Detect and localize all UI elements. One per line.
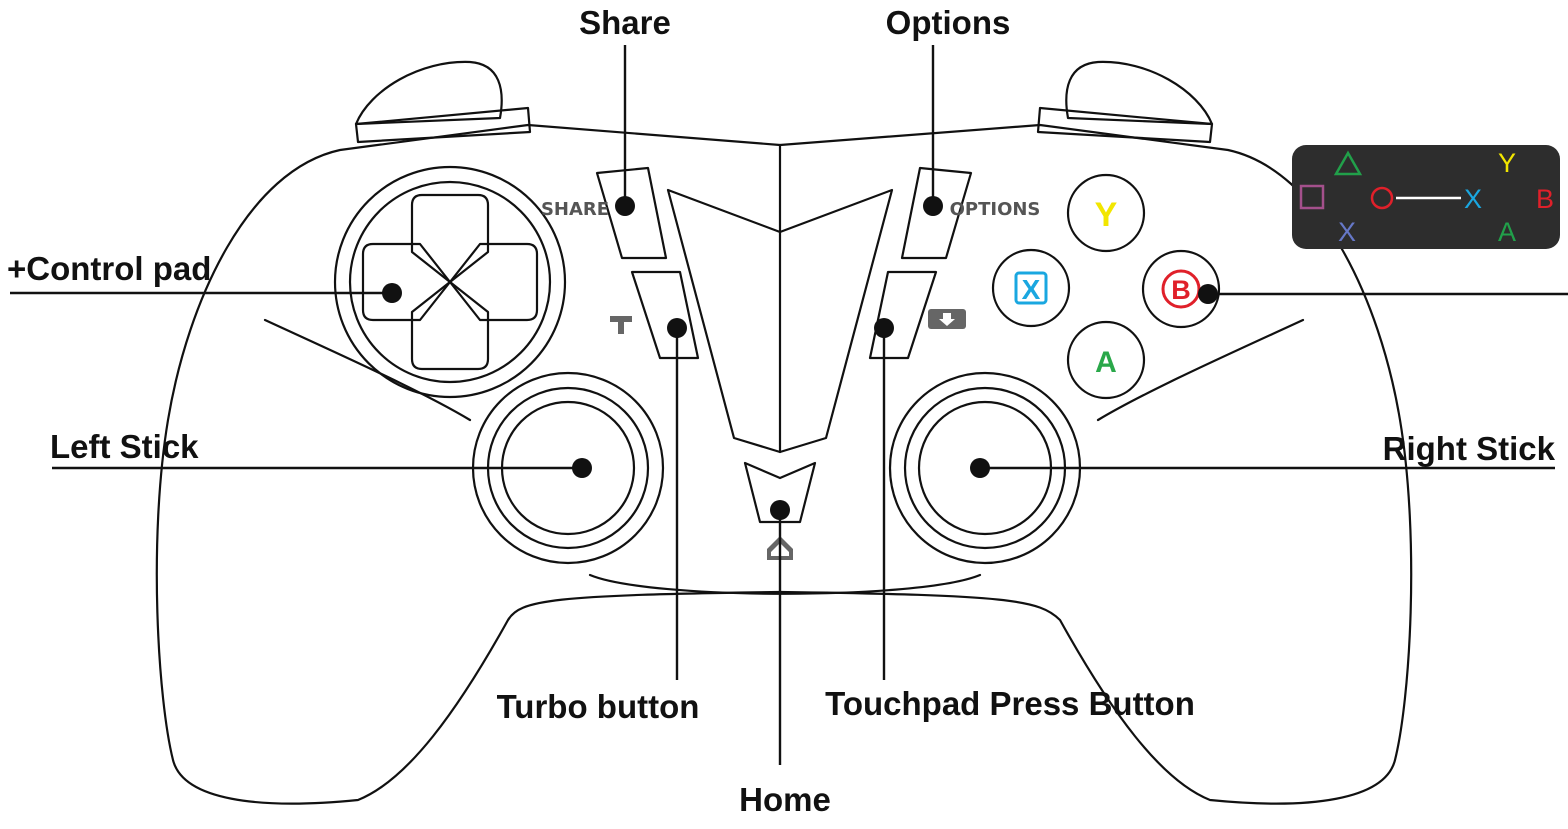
left-stick-dot (572, 458, 592, 478)
controller-body (155, 123, 1413, 805)
face-button-x-letter: X (1022, 274, 1041, 305)
left-stick-callout: Left Stick (50, 428, 199, 465)
share-button[interactable] (595, 166, 668, 260)
face-button-y-letter: Y (1095, 196, 1118, 234)
legend-y-label: Y (1498, 148, 1516, 178)
face-button-b-letter: B (1171, 275, 1191, 305)
legend-b-label: B (1536, 184, 1554, 214)
touchpad-dot (874, 318, 894, 338)
square-icon (1299, 184, 1325, 210)
lower-body-contour (588, 573, 982, 595)
control-pad-callout: +Control pad (7, 250, 211, 287)
left-trigger (354, 60, 503, 126)
home-dot (770, 500, 790, 520)
turbo-button[interactable] (630, 270, 700, 360)
turbo-callout: Turbo button (497, 688, 700, 725)
right-stick-callout: Right Stick (1383, 430, 1556, 467)
touchpad-callout: Touchpad Press Button (825, 685, 1195, 722)
share-dot (615, 196, 635, 216)
options-dot (923, 196, 943, 216)
b-button-dot (1198, 284, 1218, 304)
face-button-x-frame (1014, 271, 1048, 305)
options-callout: Options (886, 4, 1011, 41)
dpad-housing-inner (348, 180, 552, 384)
face-button-a[interactable]: A (1066, 320, 1146, 400)
touchpad-icon (928, 309, 966, 329)
legend-a-label: A (1498, 217, 1516, 247)
face-button-a-letter: A (1095, 346, 1117, 379)
dpad-housing-outer (333, 165, 567, 399)
face-button-x[interactable]: X (991, 248, 1071, 328)
button-mapping-legend: X X Y B A (1292, 145, 1560, 249)
control-pad-dot (382, 283, 402, 303)
right-stick-dot (970, 458, 990, 478)
face-button-b[interactable]: B (1141, 249, 1221, 329)
right-bumper (1036, 106, 1214, 144)
control-pad[interactable] (361, 193, 539, 371)
turbo-dot (667, 318, 687, 338)
circle-icon (1370, 186, 1394, 210)
left-grip-contour (263, 318, 472, 422)
right-trigger (1065, 60, 1214, 126)
face-button-b-ring (1161, 269, 1201, 309)
options-button[interactable] (900, 166, 973, 260)
left-bumper (354, 106, 532, 144)
turbo-icon (610, 316, 632, 334)
triangle-icon (1333, 150, 1363, 176)
face-button-y[interactable]: Y (1066, 173, 1146, 253)
home-button[interactable] (743, 461, 817, 524)
legend-cross-label: X (1338, 217, 1356, 247)
touchpad-press-button[interactable] (868, 270, 938, 360)
legend-mapped-x-label: X (1464, 184, 1482, 214)
options-label: OPTIONS (950, 199, 1041, 220)
share-callout: Share (579, 4, 671, 41)
share-label: SHARE (541, 199, 609, 220)
right-grip-contour (1096, 318, 1305, 422)
home-callout: Home (739, 781, 831, 818)
